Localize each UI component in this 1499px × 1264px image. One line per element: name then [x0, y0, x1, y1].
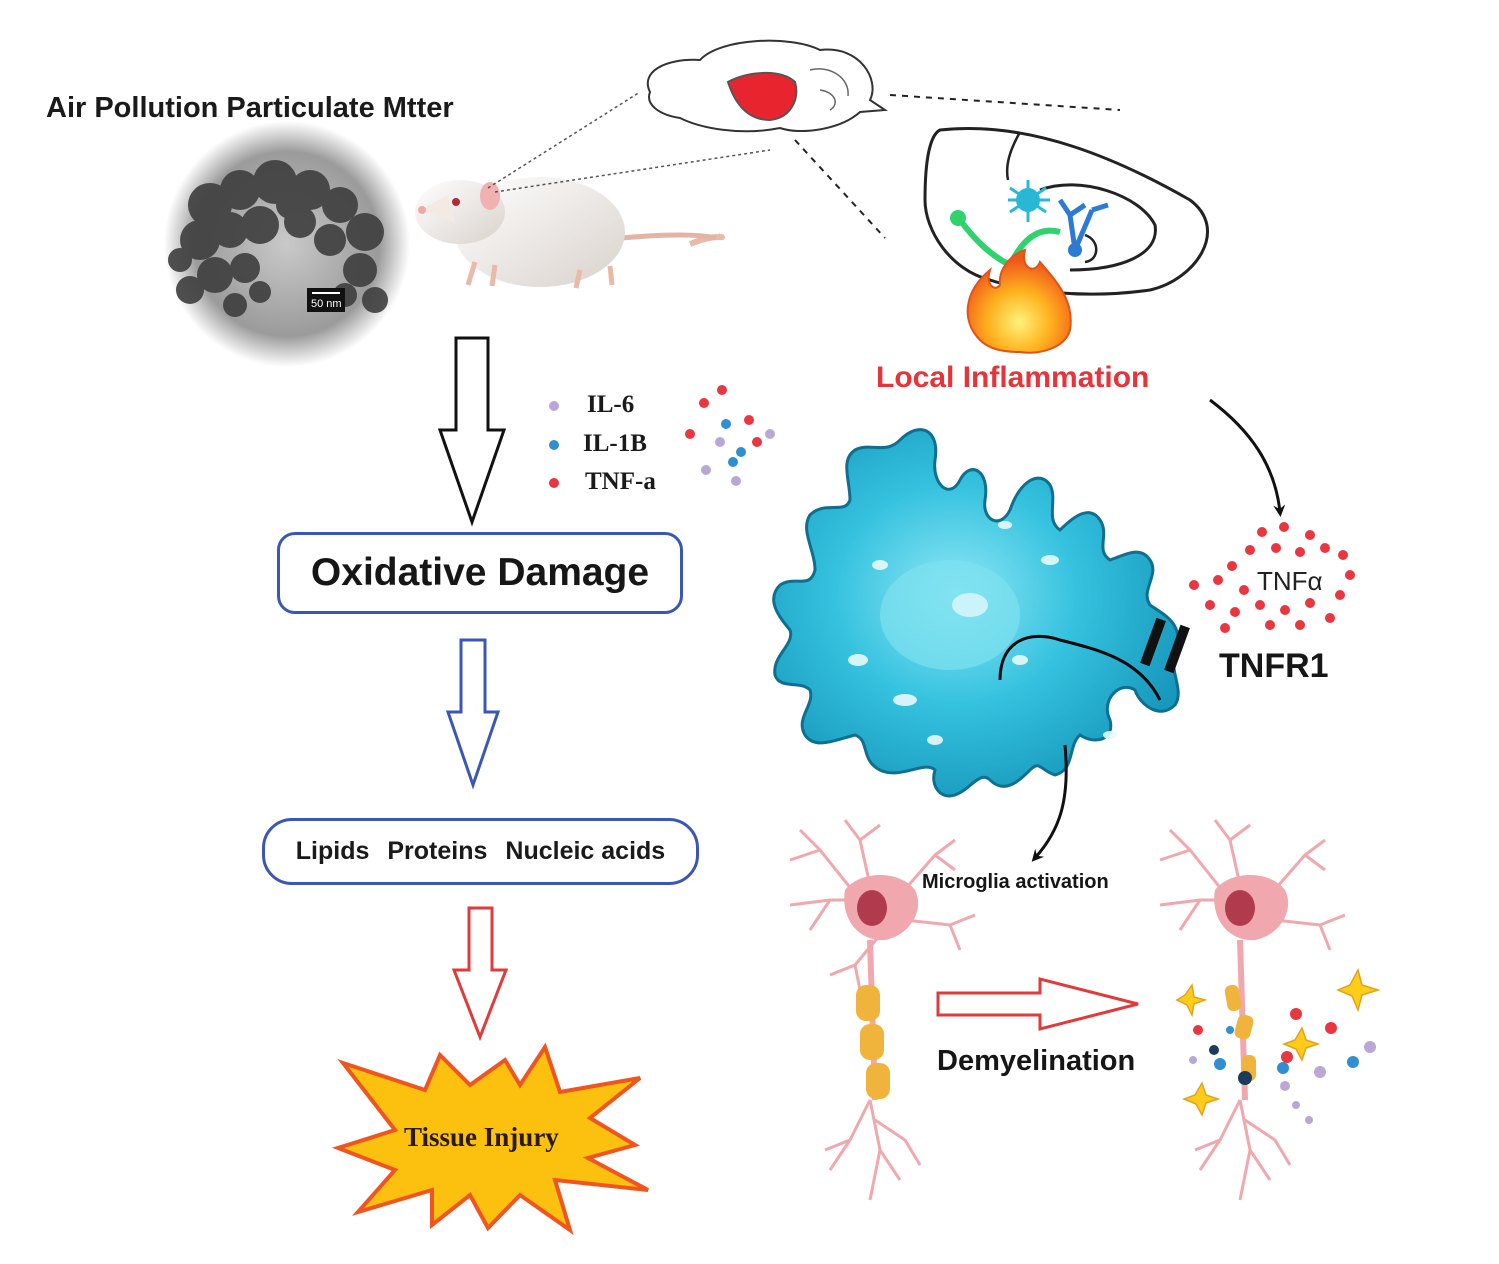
red-right-arrow	[936, 977, 1139, 1031]
molecule-proteins: Proteins	[387, 837, 488, 865]
molecule-lipids: Lipids	[295, 837, 370, 865]
oxidative-damage-box: Oxidative Damage	[277, 532, 683, 614]
scale-bar-label: 50 nm	[311, 298, 342, 310]
zoom-lines-brain	[794, 94, 1121, 239]
tnfr1-receptor	[1140, 617, 1190, 674]
rat-illustration	[415, 177, 726, 289]
local-inflammation-label: Local Inflammation	[876, 361, 1150, 394]
fire-icon	[966, 248, 1072, 354]
tnfr1-label: TNFR1	[1219, 647, 1329, 685]
oxidative-damage-label: Oxidative Damage	[310, 551, 650, 594]
curved-arrow-inflammation	[1209, 398, 1286, 517]
legend-tnfa-label: TNF-a	[585, 468, 656, 495]
molecules-box: Lipids Proteins Nucleic acids	[262, 818, 699, 885]
tnf-alpha-dots	[1189, 522, 1355, 633]
demyelination-label: Demyelination	[937, 1045, 1136, 1077]
tissue-injury-burst	[331, 1042, 649, 1235]
tem-micrograph	[164, 121, 410, 367]
microglia-cell	[772, 428, 1180, 798]
cytokine-cluster	[685, 385, 775, 486]
inflammatory-particles	[1175, 967, 1381, 1124]
legend-il6-label: IL-6	[587, 391, 635, 418]
red-down-arrow	[451, 906, 509, 1042]
neuron-healthy	[789, 819, 976, 1201]
legend-il1b-label: IL-1B	[583, 430, 647, 457]
zoom-lines-rat	[487, 91, 771, 193]
molecule-nucleic-acids: Nucleic acids	[505, 837, 666, 865]
curved-arrow-activation	[1031, 744, 1068, 862]
black-down-arrow	[437, 336, 507, 527]
tnf-alpha-label: TNFα	[1257, 566, 1323, 596]
diagram-title: Air Pollution Particulate Mtter	[46, 92, 454, 124]
tissue-injury-label: Tissue Injury	[404, 1122, 559, 1152]
blue-down-arrow	[445, 638, 501, 790]
neuron-demyelinated	[1159, 819, 1346, 1201]
brain-section	[923, 126, 1210, 296]
legend-dots	[549, 401, 559, 488]
microglia-activation-label: Microglia activation	[922, 871, 1109, 893]
brain-sketch	[647, 39, 888, 133]
